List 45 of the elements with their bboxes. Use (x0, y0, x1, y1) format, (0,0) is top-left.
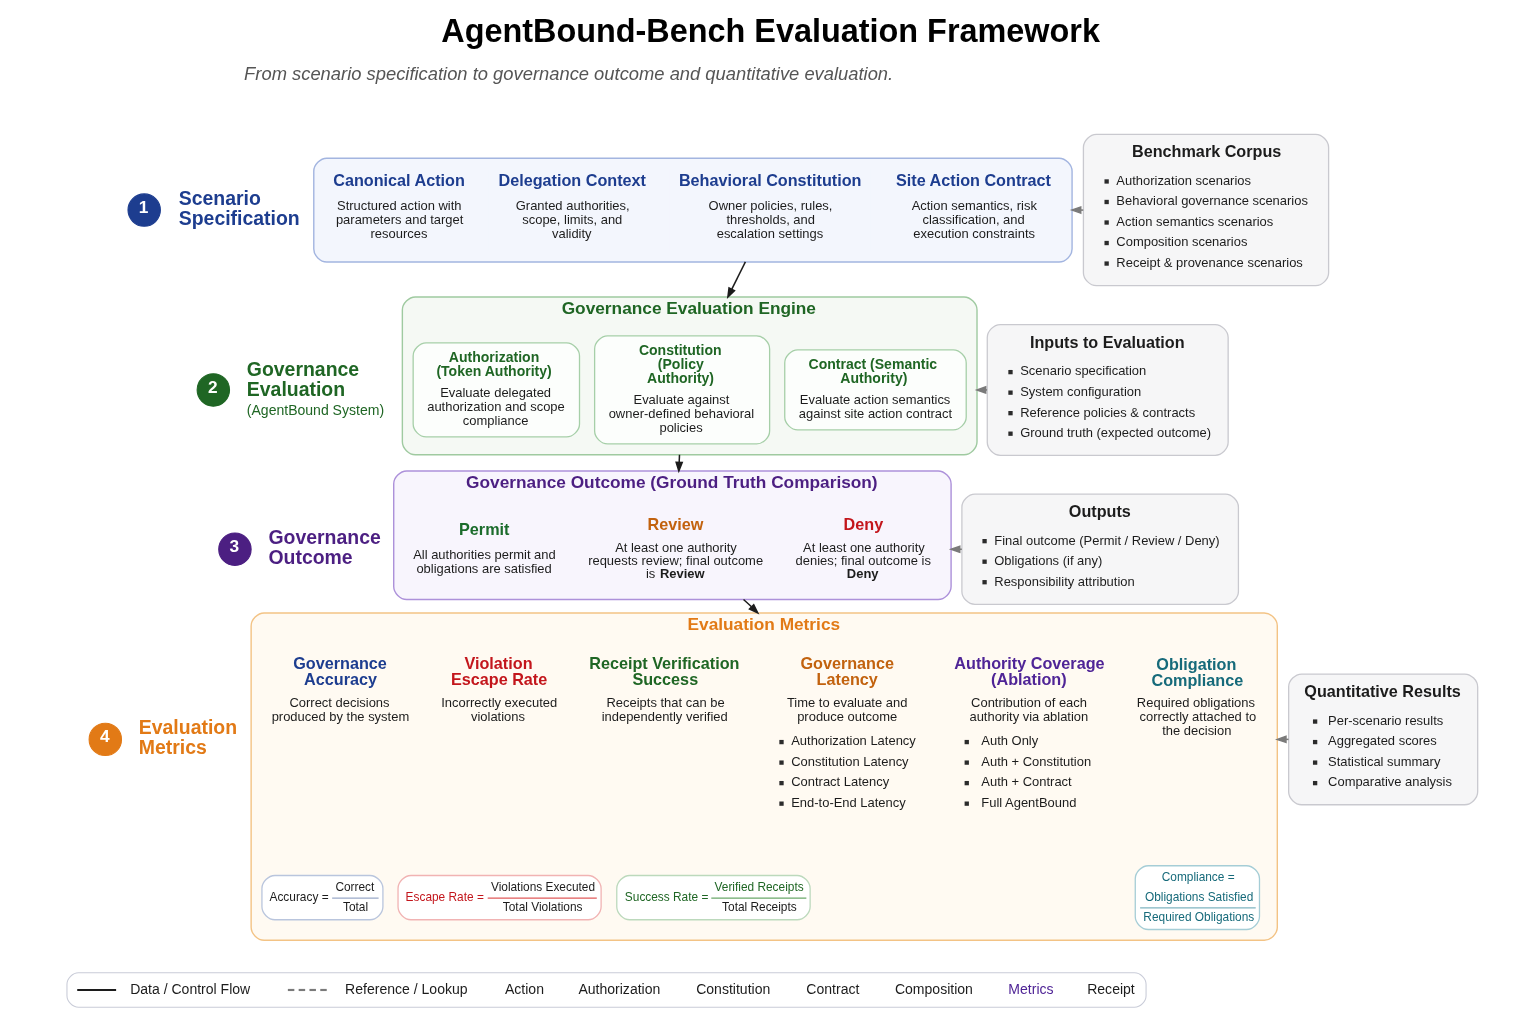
node-text: Receipt Verification Success Receipts that can be independently verified (589, 654, 740, 724)
node-text: Governance Accuracy Correct decisions produced by the system (271, 654, 410, 724)
node-text: Site Action Contract Action semantics, risk classification, and execution constraints (896, 171, 1051, 241)
legend-label: Data / Control Flow (130, 980, 251, 997)
arrow (742, 598, 760, 615)
node-circle: 1 (127, 193, 161, 227)
node-text: Permit All authorities permit and obligations are satisfied (413, 520, 556, 576)
arrow (948, 545, 963, 554)
diagram-title: AgentBound-Bench Evaluation Framework (441, 12, 1100, 49)
node-circle: 2 (196, 373, 231, 407)
arrow (726, 261, 747, 300)
node-box: Contract (Semantic Authority) Evaluate action semantics against site action contract (784, 349, 967, 431)
node-label: Evaluation Metrics (138, 716, 238, 758)
node-text: Behavioral Constitution Owner policies, rules, thresholds, and escalation settings (678, 171, 862, 241)
legend-label: Composition (894, 980, 973, 997)
cluster (313, 157, 1073, 263)
node-text: Authority Coverage (Ablation) Contribution of each authority via ablation Auth Only Auth + Constitution Auth + Contract Full AgentBound (954, 654, 1105, 810)
legend-label: Action (504, 980, 544, 997)
node-text: Obligation Compliance Required obligations correctly attached to the decision (1136, 654, 1257, 739)
node-label: Governance Outcome (268, 526, 381, 568)
node-text: Delegation Context Granted authorities, scope, limits, and validity (498, 171, 646, 241)
legend-label: Authorization (578, 980, 661, 997)
node-label: Governance Evaluation (246, 358, 360, 400)
node-label: (AgentBound System) (246, 402, 385, 419)
node-box: Quantitative Results Per-scenario results Aggregated scores Statistical summary Comparative analysis (1288, 673, 1479, 806)
node-text: Governance Latency Time to evaluate and produce outcome Authorization Latency Constitution Latency Contract Latency End-to-End Latency (786, 654, 916, 810)
node-text: Review At least one authority requests review; final outcome is Review (588, 514, 764, 581)
legend-label: Contract (806, 980, 860, 997)
arrow (1069, 206, 1084, 215)
node-label: Scenario Specification (178, 187, 300, 229)
node-circle: 4 (88, 722, 123, 757)
node-box: Compliance = Obligations Satisfied Required Obligations (1134, 865, 1261, 931)
legend-label: Metrics (1008, 980, 1054, 997)
label: From scenario specification to governance outcome and quantitative evaluation. (244, 62, 894, 84)
node-box: Authorization (Token Authority) Evaluate delegated authorization and scope compliance (412, 342, 581, 438)
arrow (1275, 735, 1290, 744)
node-circle: 3 (218, 532, 252, 566)
node-text: Violation Escape Rate Incorrectly executed violations (441, 654, 558, 724)
legend-label: Reference / Lookup (345, 980, 468, 997)
arrow (974, 385, 988, 395)
node-box: Constitution (Policy Authority) Evaluate against owner-defined behavioral policies (594, 335, 771, 445)
legend-label: Constitution (696, 980, 771, 997)
node-text: Deny At least one authority denies; final outcome is Deny (795, 514, 931, 581)
node-text: Canonical Action Structured action with parameters and target resources (333, 171, 465, 241)
legend-label: Receipt (1087, 980, 1135, 997)
